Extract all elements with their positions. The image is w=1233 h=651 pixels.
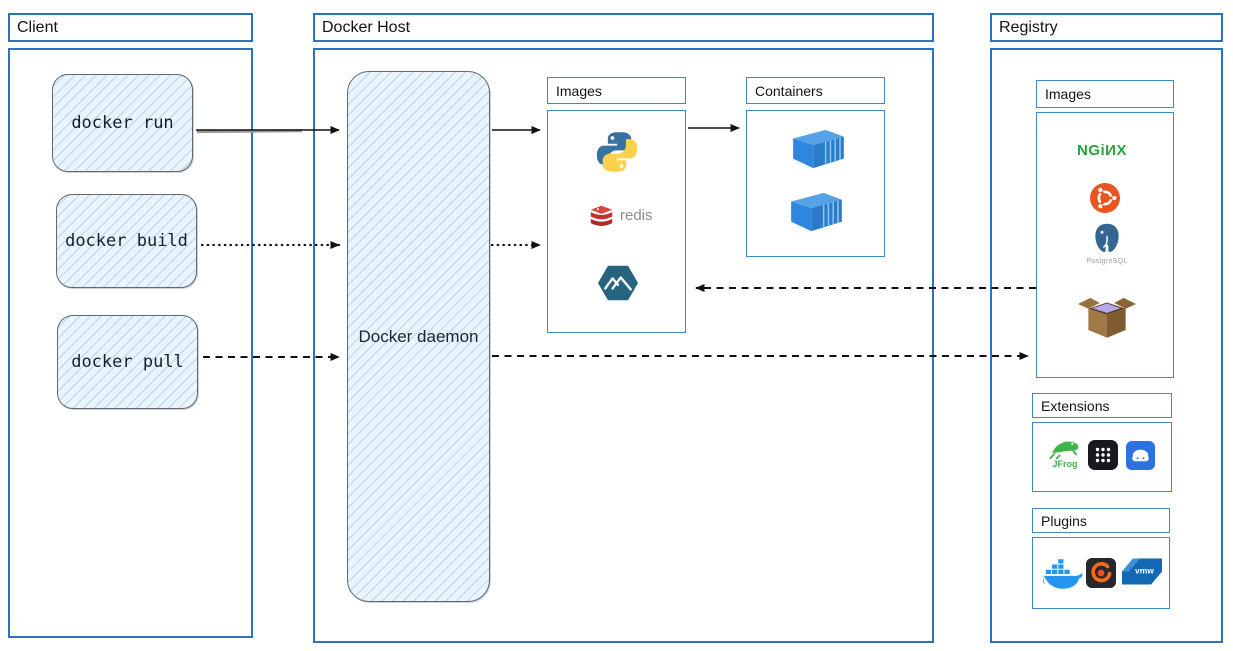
busybox-logo-icon bbox=[1078, 297, 1136, 338]
registry-extensions-title: Extensions bbox=[1032, 393, 1172, 418]
host-images-title: Images bbox=[547, 77, 686, 104]
registry-images-title: Images bbox=[1036, 80, 1174, 108]
container-icon bbox=[793, 129, 844, 169]
client-title-label: Client bbox=[17, 18, 58, 36]
jfrog-logo: JFrog bbox=[1045, 437, 1085, 469]
docker-build-node: docker build bbox=[56, 194, 197, 288]
registry-images-title-label: Images bbox=[1045, 86, 1091, 102]
registry-extensions-title-label: Extensions bbox=[1041, 397, 1110, 414]
docker-daemon-node: Docker daemon bbox=[347, 71, 490, 602]
apps-grid-icon bbox=[1088, 440, 1118, 470]
docker-build-label: docker build bbox=[65, 231, 188, 251]
nginx-logo-wordmark: NGiИX bbox=[1077, 142, 1127, 159]
host-images-title-label: Images bbox=[556, 82, 602, 99]
python-logo-icon bbox=[596, 132, 638, 172]
registry-title-label: Registry bbox=[999, 18, 1058, 36]
grafana-logo-icon bbox=[1086, 558, 1116, 588]
docker-daemon-label: Docker daemon bbox=[358, 326, 479, 346]
registry-plugins-title-label: Plugins bbox=[1041, 512, 1087, 529]
docker-run-label: docker run bbox=[71, 113, 174, 133]
redis-label: redis bbox=[620, 207, 653, 224]
containers-title-label: Containers bbox=[755, 82, 823, 99]
client-section-title: Client bbox=[8, 13, 253, 42]
postgresql-label: PostgreSQL bbox=[1086, 258, 1128, 265]
jfrog-label: JFrog bbox=[1052, 459, 1078, 469]
docker-whale-logo-icon bbox=[1043, 559, 1083, 589]
containers-title: Containers bbox=[746, 77, 885, 104]
postgresql-logo-icon bbox=[1094, 222, 1120, 253]
disk-drive-icon bbox=[1126, 441, 1155, 470]
alpine-logo-icon bbox=[598, 265, 638, 301]
registry-section-title: Registry bbox=[990, 13, 1223, 42]
docker-pull-node: docker pull bbox=[57, 315, 198, 409]
registry-plugins-title: Plugins bbox=[1032, 508, 1170, 533]
docker-pull-label: docker pull bbox=[71, 352, 184, 372]
jfrog-frog-icon bbox=[1049, 441, 1079, 459]
docker-host-title-label: Docker Host bbox=[322, 18, 411, 36]
vmware-label: vmw bbox=[1135, 566, 1154, 576]
redis-logo-icon bbox=[590, 205, 613, 226]
ubuntu-logo-icon bbox=[1090, 183, 1120, 213]
docker-run-node: docker run bbox=[52, 74, 193, 172]
vmware-logo-icon: vmw bbox=[1122, 558, 1162, 585]
docker-host-section-title: Docker Host bbox=[313, 13, 934, 42]
container-icon bbox=[791, 192, 842, 232]
